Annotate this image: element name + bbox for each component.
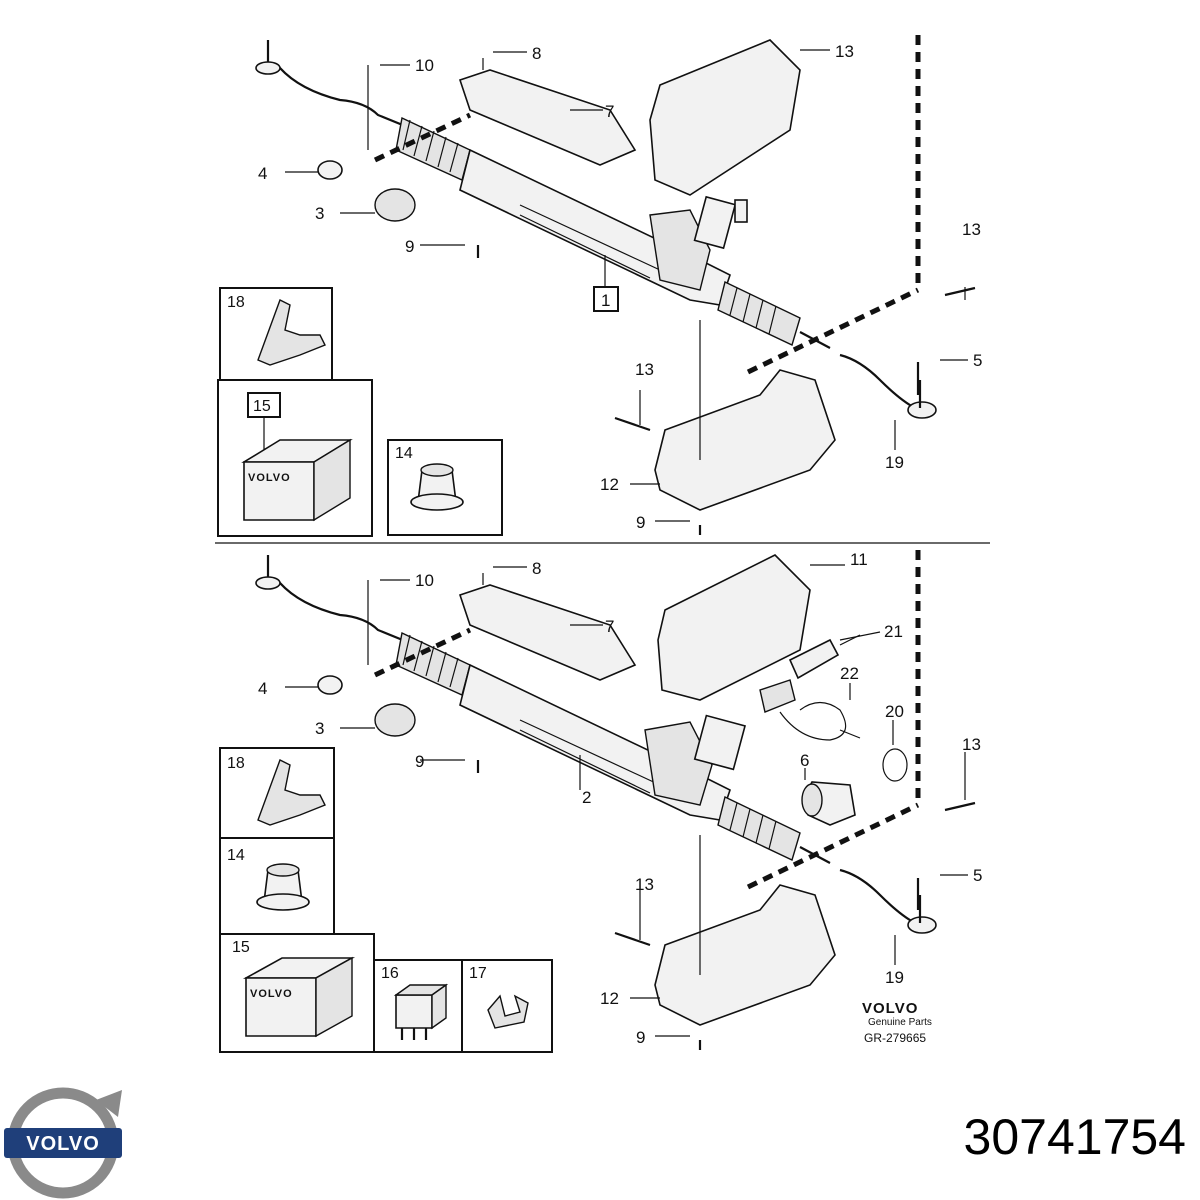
callout: 8: [532, 559, 541, 578]
callout: 8: [532, 44, 541, 63]
callout: 11: [850, 550, 868, 569]
diagram-reference: GR-279665: [864, 1031, 926, 1045]
callout: 3: [315, 204, 324, 223]
bottom-clamp-4: [317, 675, 343, 695]
callout: 7: [605, 102, 614, 121]
bottom-right-bellows: [717, 795, 801, 861]
top-left-tie-rod: [257, 40, 411, 130]
bottom-bracket-12: [654, 884, 836, 1026]
callout: 1: [601, 291, 610, 310]
box-logo-text: VOLVO: [250, 988, 293, 1000]
callout: 5: [973, 351, 982, 370]
callout: 6: [800, 751, 809, 770]
callout: 9: [636, 513, 645, 532]
callout: 10: [415, 56, 434, 75]
o-ring-20: [882, 748, 908, 782]
bottom-heat-shield-7: [458, 584, 637, 681]
callout: 19: [885, 453, 904, 472]
callout: 10: [415, 571, 434, 590]
part-number: 30741754: [963, 1109, 1186, 1165]
connector-22: [759, 679, 796, 713]
callout: 13: [962, 735, 981, 754]
callout: 13: [962, 220, 981, 239]
callout: 20: [885, 702, 904, 721]
bottom-exploded-view: 10 8 11 7 21 4 22 3 20 9 2 6 13 18 14 15…: [219, 550, 982, 1053]
box-number: 17: [469, 965, 487, 982]
bottom-left-tie-rod: [257, 555, 411, 645]
genuine-parts-subtitle: Genuine Parts: [868, 1017, 932, 1028]
top-clamp-3: [374, 188, 416, 222]
box-number: 16: [381, 965, 399, 982]
volvo-logo: VOLVO: [4, 1087, 122, 1199]
logo-arrow-icon: [96, 1090, 122, 1117]
top-bracket-12: [654, 369, 836, 511]
callout: 13: [635, 875, 654, 894]
callout: 4: [258, 679, 267, 698]
callout-box: [593, 286, 619, 312]
box-number: 14: [227, 847, 245, 864]
top-heat-shield-7: [458, 69, 637, 166]
bottom-clamp-3: [374, 703, 416, 737]
box-number: 18: [227, 294, 245, 311]
callout: 12: [600, 475, 619, 494]
callout: 9: [636, 1028, 645, 1047]
callout: 13: [835, 42, 854, 61]
callout: 7: [605, 617, 614, 636]
callout: 12: [600, 989, 619, 1008]
callout: 3: [315, 719, 324, 738]
bottom-heat-shield-11: [657, 554, 811, 701]
box-number: 15: [253, 398, 271, 415]
logo-text: VOLVO: [26, 1133, 100, 1155]
top-heat-shield-13: [649, 39, 801, 196]
callout: 9: [405, 237, 414, 256]
genuine-parts-brand: VOLVO: [862, 1000, 918, 1017]
sensor-21: [788, 638, 840, 680]
box-number: 14: [395, 445, 413, 462]
callout: 22: [840, 664, 859, 683]
callout: 9: [415, 752, 424, 771]
top-exploded-view: 10 8 13 7 4 3 9 1 13 18 15 VOLVO 14 13 5…: [217, 35, 982, 537]
top-clamp-4: [317, 160, 343, 180]
genuine-parts-block: VOLVO Genuine Parts GR-279665: [862, 1000, 932, 1045]
callout: 2: [582, 788, 591, 807]
bottom-box-17: [461, 959, 553, 1053]
top-right-tie-rod: [839, 353, 920, 409]
callout: 19: [885, 968, 904, 987]
bottom-left-bellows: [395, 631, 471, 696]
callout: 5: [973, 866, 982, 885]
logo-bar: [4, 1128, 122, 1158]
callout: 4: [258, 164, 267, 183]
callout: 13: [635, 360, 654, 379]
box-logo-text: VOLVO: [248, 472, 291, 484]
bottom-right-tie-rod: [839, 868, 920, 924]
box-number: 18: [227, 755, 245, 772]
callout: 21: [884, 622, 903, 641]
top-right-bellows: [717, 280, 801, 346]
bottom-pinion-valve: [644, 714, 746, 806]
box-number: 15: [232, 939, 250, 956]
top-pinion-valve: [649, 195, 748, 291]
top-left-bellows: [395, 116, 471, 181]
